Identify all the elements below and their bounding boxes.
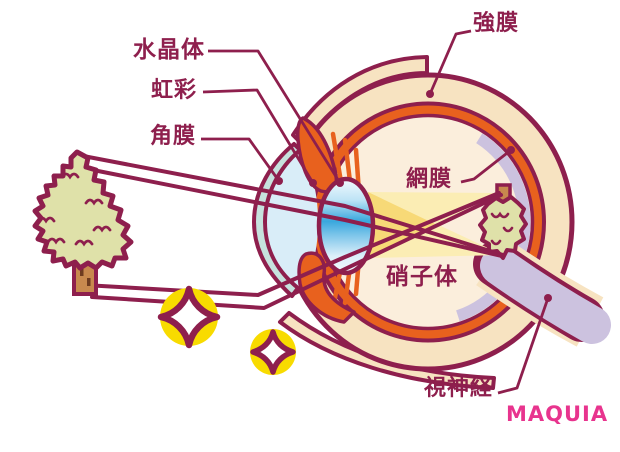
label-vitreous-body: 硝子体 (386, 264, 458, 290)
leader-lens (208, 49, 342, 184)
leader-lines (201, 29, 550, 395)
inverted-retinal-image (478, 183, 528, 260)
label-cornea: 角膜 (150, 124, 197, 149)
leader-cornea (201, 137, 281, 182)
label-lens: 水晶体 (133, 37, 205, 63)
maquia-logo: MAQUIA (506, 402, 609, 426)
leader-iris (202, 88, 315, 184)
sparkle-small (250, 329, 296, 375)
sparkle-large (157, 285, 221, 349)
tree-foliage (32, 149, 134, 271)
leader-optic-nerve (497, 297, 550, 395)
label-retina: 網膜 (406, 167, 453, 192)
leader-dots (275, 90, 552, 302)
leader-retina (460, 148, 512, 184)
leader-sclera (428, 29, 472, 95)
label-sclera: 強膜 (473, 11, 520, 36)
label-iris: 虹彩 (151, 78, 198, 103)
label-optic-nerve: 視神経 (424, 376, 494, 401)
tree (32, 149, 134, 296)
